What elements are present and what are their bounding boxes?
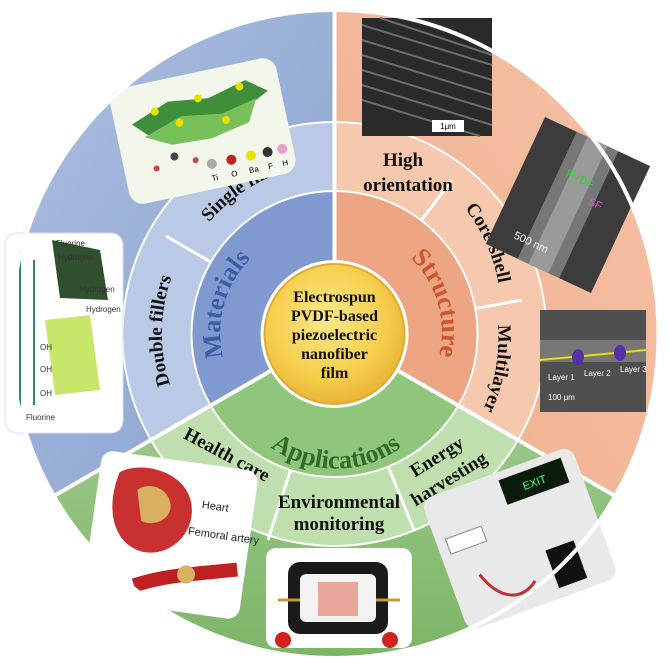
- heart-label: Heart: [201, 499, 229, 515]
- environmental-line-2: monitoring: [294, 514, 385, 535]
- center-line-2: PVDF-based: [291, 308, 378, 325]
- multilayer-sem-image: Layer 1 Layer 2 Layer 3 100 μm: [539, 310, 647, 412]
- legend-f: F: [267, 161, 274, 171]
- high-orientation-line-2: orientation: [363, 175, 453, 196]
- environmental-line-1: Environmental: [278, 492, 400, 513]
- legend-ti: Ti: [211, 173, 219, 183]
- element-legend: Ti O Ba F H: [206, 143, 289, 183]
- center-title: Electrospun PVDF-based piezoelectric nan…: [291, 289, 378, 382]
- center-line-4: nanofiber: [301, 346, 368, 363]
- molecule-label-7: OH: [40, 365, 52, 374]
- molecule-label-3: Hydrogen: [80, 285, 115, 294]
- legend-ba: Ba: [248, 164, 260, 175]
- molecule-label-1: Fluorine: [56, 239, 85, 248]
- center-line-1: Electrospun: [293, 289, 375, 306]
- multilayer-scale-bar: 100 μm: [548, 393, 575, 402]
- legend-o: O: [230, 169, 238, 179]
- high-orientation-line-1: High: [383, 150, 424, 171]
- molecule-label-8: OH: [40, 389, 52, 398]
- molecule-label-2: Hydrogen: [58, 253, 93, 262]
- molecule-label-6: OH: [40, 343, 52, 352]
- shell-label: SF: [586, 196, 604, 213]
- molecule-label-4: Fluorine: [26, 413, 55, 422]
- high-orientation-sem-image: 1μm: [361, 17, 493, 137]
- legend-h: H: [281, 158, 289, 168]
- molecule-label-5: Hydrogen: [86, 305, 121, 314]
- environmental-monitoring-image: [266, 548, 412, 648]
- double-fillers-image: Fluorine Hydrogen Hydrogen Fluorine Hydr…: [4, 232, 124, 434]
- energy-harvesting-image: EXIT: [424, 448, 616, 629]
- layer-1-label: Layer 1: [548, 373, 575, 382]
- layer-2-label: Layer 2: [584, 369, 611, 378]
- layer-3-label: Layer 3: [620, 365, 647, 374]
- center-line-3: piezoelectric: [292, 327, 377, 344]
- single-filler-image: Ti O Ba F H: [109, 58, 296, 204]
- sem-scale-bar: 1μm: [440, 122, 456, 131]
- crystal-lattice-graphic: [131, 80, 268, 172]
- core-shell-tem-image: PVDF SF 500 nm: [485, 117, 651, 293]
- health-care-image: Heart Femoral artery: [83, 451, 260, 619]
- center-line-5: film: [321, 365, 349, 382]
